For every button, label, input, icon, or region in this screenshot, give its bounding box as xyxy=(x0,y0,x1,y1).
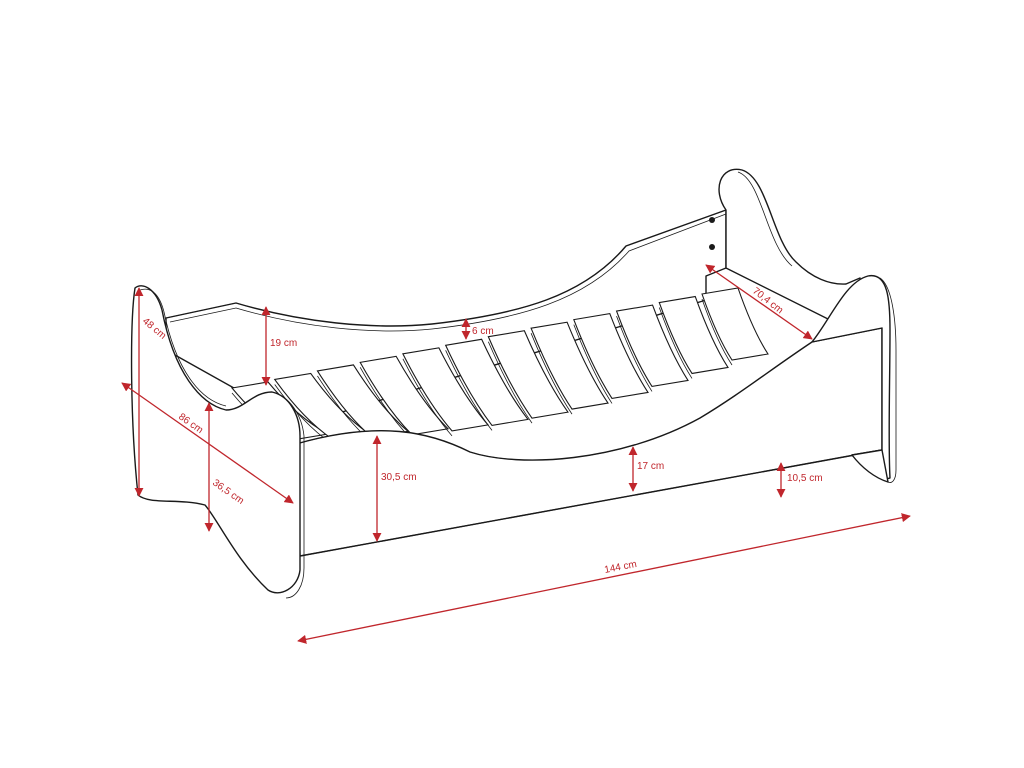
bed-slat xyxy=(573,313,649,400)
bed-slat xyxy=(615,304,689,388)
bed-slat-edge xyxy=(573,324,613,404)
bed-slat xyxy=(530,321,609,410)
headboard-front-end xyxy=(811,275,897,483)
label-side-top-height: 19 cm xyxy=(270,338,297,349)
bed-slat-edge xyxy=(530,333,573,415)
bed-slat-edge xyxy=(616,315,653,392)
bed-slat-edge xyxy=(402,358,453,437)
bed-slat xyxy=(487,330,569,419)
label-total-length: 144 cm xyxy=(603,559,637,576)
bed-slat xyxy=(444,338,529,427)
dimension-lines xyxy=(121,264,911,644)
bed-slat xyxy=(658,295,729,375)
bed-slat-edge xyxy=(487,341,533,424)
label-front-panel-height: 30,5 cm xyxy=(381,472,417,483)
bed-slat-edge xyxy=(658,307,693,379)
bed-slat xyxy=(359,355,450,436)
label-side-dip: 6 cm xyxy=(472,326,494,337)
dim-inner-width xyxy=(705,264,813,340)
dim-total-length xyxy=(297,513,911,644)
headboard-back-end xyxy=(718,168,861,336)
slat-frame xyxy=(230,287,769,446)
label-floor-clearance: 10,5 cm xyxy=(787,473,823,484)
bed-slat-edge xyxy=(445,350,493,431)
bolt-icon xyxy=(709,244,715,250)
bolt-icon xyxy=(709,217,715,223)
label-front-low-height: 17 cm xyxy=(637,461,664,472)
